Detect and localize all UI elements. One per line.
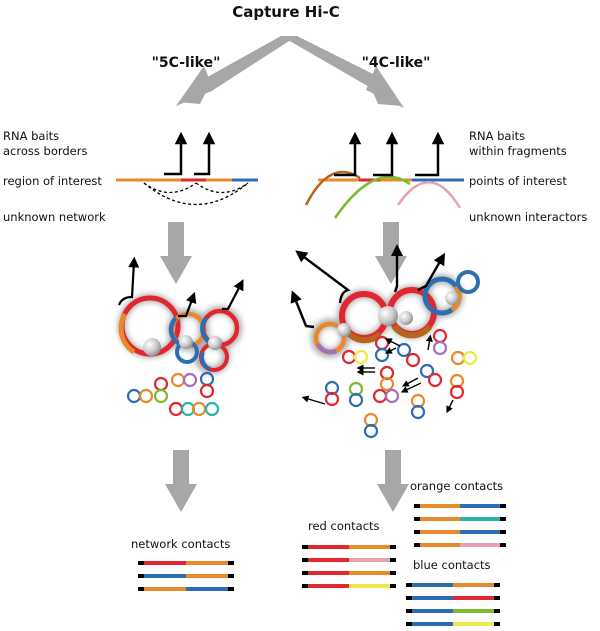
- left-dashed-network: [143, 182, 249, 206]
- blue-contacts-label: blue contacts: [413, 558, 491, 572]
- region-of-interest-label: region of interest: [3, 174, 102, 188]
- split-arrow: [176, 36, 404, 108]
- down-arrow-left-1: [160, 222, 192, 284]
- diagram-title: Capture Hi-C: [232, 3, 339, 21]
- left-baits-label-2: across borders: [3, 144, 87, 158]
- network-contacts-label: network contacts: [131, 537, 230, 551]
- contact-read-bars: [138, 504, 506, 626]
- down-arrow-right-1: [375, 222, 407, 284]
- orange-contacts-label: orange contacts: [410, 479, 503, 493]
- right-baits-label-1: RNA baits: [469, 129, 525, 143]
- unknown-network-label: unknown network: [3, 210, 106, 224]
- method-label-5c: "5C-like": [152, 55, 221, 71]
- method-label-4c: "4C-like": [362, 55, 431, 71]
- right-loop-structure: [290, 244, 480, 439]
- down-arrow-right-2: [377, 450, 409, 512]
- right-baits-label-2: within fragments: [469, 144, 567, 158]
- red-contacts-label: red contacts: [308, 519, 380, 533]
- right-rna-baits: [334, 131, 445, 177]
- points-of-interest-label: points of interest: [469, 174, 567, 188]
- left-rna-baits: [164, 131, 216, 176]
- left-loop-structure: [117, 256, 244, 417]
- unknown-interactors-label: unknown interactors: [469, 210, 587, 224]
- down-arrow-left-2: [165, 450, 197, 512]
- left-baits-label-1: RNA baits: [3, 129, 59, 143]
